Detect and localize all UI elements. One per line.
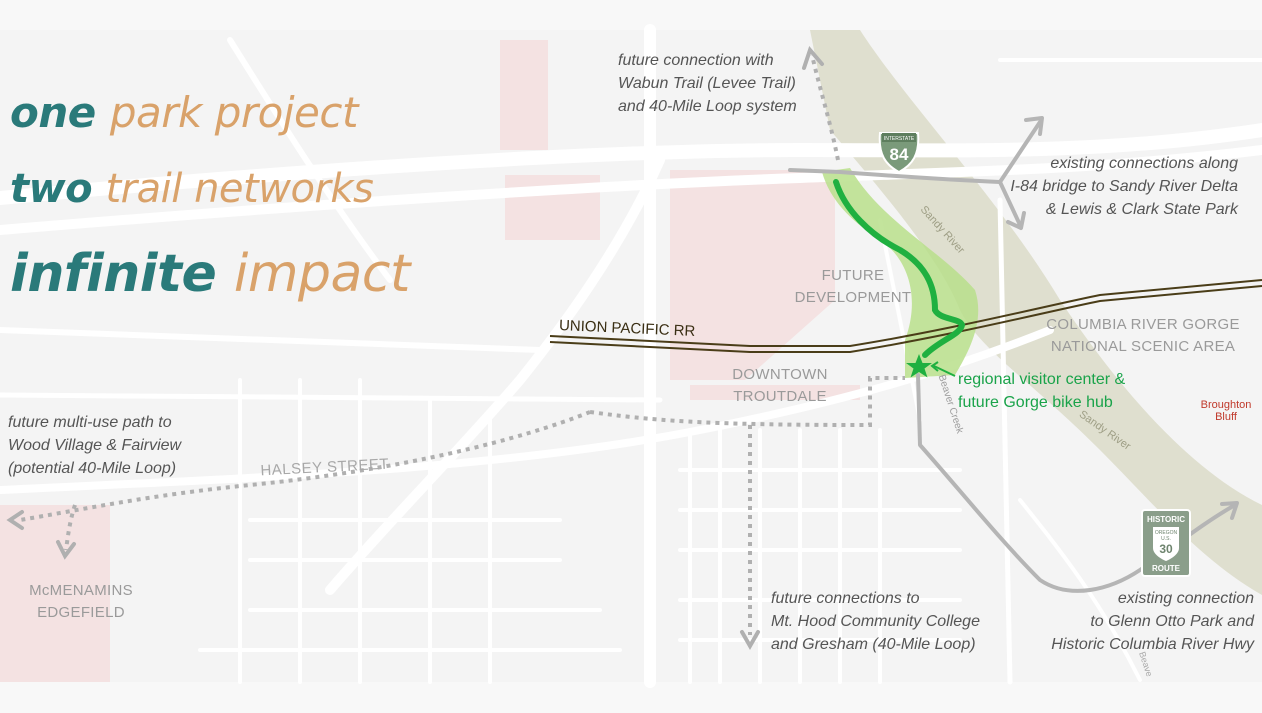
- broughton-bluff-label: Broughton Bluff: [1200, 399, 1252, 423]
- development-parcels: [0, 40, 860, 682]
- headline-line-2: two trail networks: [10, 166, 374, 212]
- mt-hood-callout: future connections to Mt. Hood Community…: [771, 590, 980, 653]
- visitor-center-callout: regional visitor center & future Gorge b…: [958, 371, 1126, 411]
- headline-1-accent: one: [10, 88, 96, 137]
- union-pacific-label: UNION PACIFIC RR: [559, 317, 696, 340]
- bottom-band: [0, 682, 1262, 713]
- svg-text:HISTORIC: HISTORIC: [1147, 515, 1185, 524]
- future-development-label: FUTURE DEVELOPMENT: [794, 267, 912, 306]
- historic-route-30-shield-icon: HISTORIC OREGON U.S. 30 ROUTE: [1141, 509, 1191, 577]
- glenn-otto-callout: existing connection to Glenn Otto Park a…: [1051, 590, 1254, 653]
- svg-text:84: 84: [890, 145, 909, 164]
- visitor-center-pointer-head: [930, 361, 939, 372]
- headline-3-accent: infinite: [10, 244, 217, 304]
- headline-3-text: impact: [233, 244, 410, 304]
- i84-bridge-callout: existing connections along I-84 bridge t…: [1010, 155, 1238, 218]
- visitor-center-pointer: [933, 365, 956, 377]
- svg-text:INTERSTATE: INTERSTATE: [884, 136, 915, 142]
- downtown-troutdale-label: DOWNTOWN TROUTDALE: [732, 366, 828, 405]
- headline-line-1: one park project: [10, 88, 358, 137]
- headline-2-accent: two: [10, 166, 93, 212]
- top-band: [0, 0, 1262, 30]
- interstate-84-shield-icon: INTERSTATE 84: [878, 132, 920, 174]
- headline-line-3: infinite impact: [10, 244, 410, 304]
- svg-text:OREGON: OREGON: [1155, 530, 1178, 536]
- union-pacific-railroad: [549, 279, 1262, 353]
- future-paths: [19, 54, 905, 635]
- svg-text:U.S.: U.S.: [1161, 536, 1171, 542]
- wabun-trail-callout: future connection with Wabun Trail (Leve…: [618, 52, 797, 115]
- mcmenamins-edgefield-label: McMENAMINS EDGEFIELD: [29, 582, 133, 621]
- svg-text:30: 30: [1159, 542, 1173, 556]
- green-trail: [833, 179, 966, 358]
- halsey-street-label: HALSEY STREET: [260, 456, 389, 480]
- wood-village-callout: future multi-use path to Wood Village & …: [8, 414, 182, 477]
- headline-2-text: trail networks: [105, 166, 374, 212]
- gorge-scenic-area-label: COLUMBIA RIVER GORGE NATIONAL SCENIC ARE…: [1046, 316, 1240, 355]
- visitor-center-star-icon: [906, 354, 932, 378]
- svg-text:ROUTE: ROUTE: [1152, 564, 1181, 573]
- future-path-arrowheads: [6, 46, 824, 651]
- headline-1-text: park project: [109, 88, 359, 137]
